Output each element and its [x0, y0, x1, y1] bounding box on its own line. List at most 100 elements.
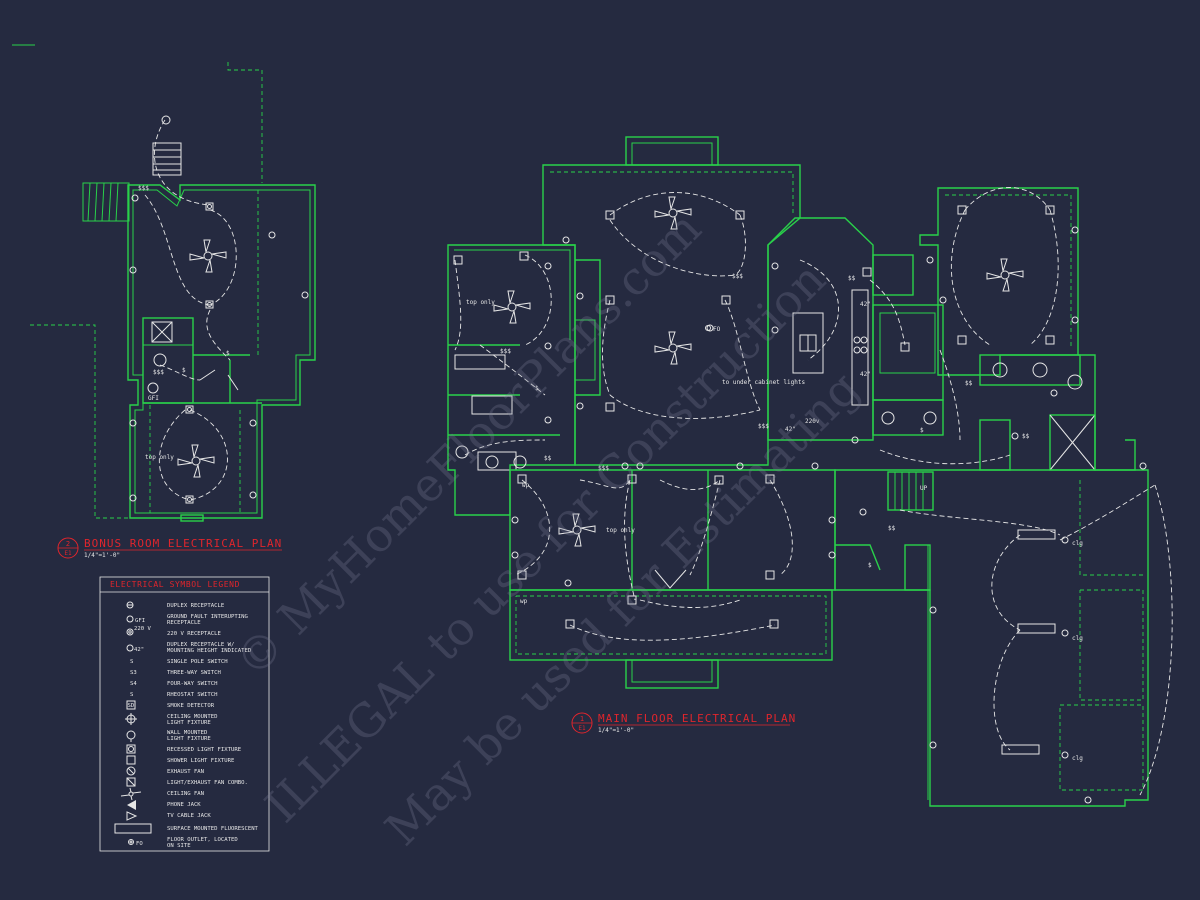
ceiling-fan-icon: [177, 444, 215, 478]
svg-text:S3: S3: [130, 670, 137, 676]
svg-text:$$: $$: [965, 380, 973, 387]
symbol-legend: ELECTRICAL SYMBOL LEGEND GFI 220 V 42" S…: [99, 576, 270, 852]
rheostat-switch-icon: S: [130, 692, 133, 698]
tag-number: 1: [580, 715, 584, 723]
receptacle-220v-icon: 220 V: [126, 626, 151, 636]
note-clg-1: clg: [1072, 540, 1083, 547]
legend-label: DUPLEX RECEPTACLE W/MOUNTING HEIGHT INDI…: [167, 642, 252, 654]
four-way-switch-icon: S4: [130, 681, 137, 687]
smoke-detector-icon: SD: [126, 700, 136, 710]
svg-text:$$: $$: [1022, 433, 1030, 440]
legend-label: RECESSED LIGHT FIXTURE: [167, 747, 242, 753]
ceiling-fan-icon: [493, 290, 531, 324]
wiring-runs: [454, 187, 1173, 796]
three-way-switch-icon: S3: [130, 670, 137, 676]
svg-text:$: $: [182, 367, 186, 374]
light-fixture-icon: [453, 205, 1055, 629]
shower-light-icon: [126, 755, 136, 765]
wire-run: [154, 119, 211, 206]
note-wp-2: wp: [522, 482, 530, 489]
legend-label: TV CABLE JACK: [167, 813, 211, 819]
exhaust-fan-icon: [126, 766, 136, 776]
phone-jack-icon: [127, 800, 136, 810]
legend-label: LIGHT/EXHAUST FAN COMBO.: [167, 780, 248, 786]
duplex-height-icon: 42": [126, 644, 144, 653]
bonus-plan-scale: 1/4"=1'-0": [84, 552, 120, 559]
svg-text:GFI: GFI: [135, 618, 145, 624]
bonus-stair: [82, 182, 130, 222]
legend-label: DUPLEX RECEPTACLE: [167, 603, 225, 609]
attic-outline: [227, 62, 263, 183]
gfi-receptacle-icon: GFI: [126, 615, 145, 624]
attic-access: [152, 142, 182, 176]
ceiling-fan-icon: [654, 331, 692, 365]
note-up: UP: [920, 485, 928, 492]
legend-label: SURFACE MOUNTED FLUORESCENT: [167, 826, 259, 832]
bonus-room-plan: $$$ $$$ $ $ GFI top only: [30, 62, 316, 522]
legend-label: THREE-WAY SWITCH: [167, 670, 221, 676]
svg-text:$: $: [226, 350, 230, 357]
shower: [151, 321, 173, 343]
note-top-only-1: top only: [466, 299, 495, 306]
ceiling-fan-icon: [986, 258, 1024, 292]
note-top-only: top only: [145, 454, 174, 461]
note-42-b: 42": [860, 371, 871, 378]
receptacle-icon: [511, 226, 1147, 804]
svg-text:$: $: [535, 385, 539, 392]
attic-outline-left: [30, 324, 130, 519]
kitchen-wall: [767, 217, 874, 441]
main-plan-title: MAIN FLOOR ELECTRICAL PLAN: [598, 712, 796, 725]
note-42-a: 42": [860, 301, 871, 308]
ceiling-fan-legend-icon: [120, 787, 142, 801]
main-plan-title-block: 1 E1 MAIN FLOOR ELECTRICAL PLAN 1/4"=1'-…: [571, 712, 796, 734]
bonus-bath: [142, 317, 194, 404]
kitchen-island: [792, 312, 824, 374]
bonus-outer-wall: [127, 184, 316, 519]
legend-label: SINGLE POLE SWITCH: [167, 659, 228, 665]
svg-text:$$: $$: [888, 525, 896, 532]
svg-text:$: $: [868, 562, 872, 569]
single-pole-switch-icon: S: [130, 659, 133, 665]
ceiling-fan-icon: [654, 196, 692, 230]
front-bay: [625, 136, 719, 166]
tv-jack-icon: [126, 811, 138, 821]
svg-text:$$$: $$$: [598, 465, 609, 472]
ceiling-fan-icon: [558, 513, 596, 547]
legend-title: ELECTRICAL SYMBOL LEGEND: [110, 580, 240, 589]
svg-text:$$$: $$$: [138, 185, 149, 192]
fluorescent-icon: [114, 823, 152, 834]
svg-text:$$: $$: [848, 275, 856, 282]
svg-text:FO: FO: [136, 841, 143, 847]
watermark: © MyHomeFloorPlans.com ILLEGAL to use fo…: [225, 201, 870, 856]
light-fixture-icon: [161, 115, 214, 504]
legend-label: SHOWER LIGHT FIXTURE: [167, 758, 235, 764]
tag-number: 2: [66, 540, 70, 548]
svg-text:$$: $$: [544, 455, 552, 462]
svg-text:S: S: [130, 692, 133, 698]
svg-text:SD: SD: [128, 703, 135, 709]
bonus-plan-title: BONUS ROOM ELECTRICAL PLAN: [84, 537, 282, 550]
garage-wall: [834, 469, 1149, 807]
tag-sheet: E1: [578, 725, 586, 732]
ceiling-light-icon: [125, 713, 137, 725]
svg-text:S: S: [130, 659, 133, 665]
svg-text:$: $: [920, 427, 924, 434]
main-floor-plan: UP: [447, 136, 1173, 807]
bathtub: [471, 395, 513, 415]
legend-label: SMOKE DETECTOR: [167, 703, 215, 709]
note-under-cabinet: to under cabinet lights: [722, 379, 805, 386]
note-220v: 220v: [805, 418, 820, 425]
toilet: [455, 445, 469, 459]
note-wp-1: wp: [520, 598, 528, 605]
legend-label: RHEOSTAT SWITCH: [167, 692, 218, 698]
floor-outlet-icon: FO: [128, 839, 143, 847]
legend-label: FOUR-WAY SWITCH: [167, 681, 218, 687]
note-clg-3: clg: [1072, 755, 1083, 762]
legend-label: PHONE JACK: [167, 802, 201, 808]
recessed-light-icon: [126, 744, 136, 754]
legend-label: CEILING FAN: [167, 791, 204, 797]
